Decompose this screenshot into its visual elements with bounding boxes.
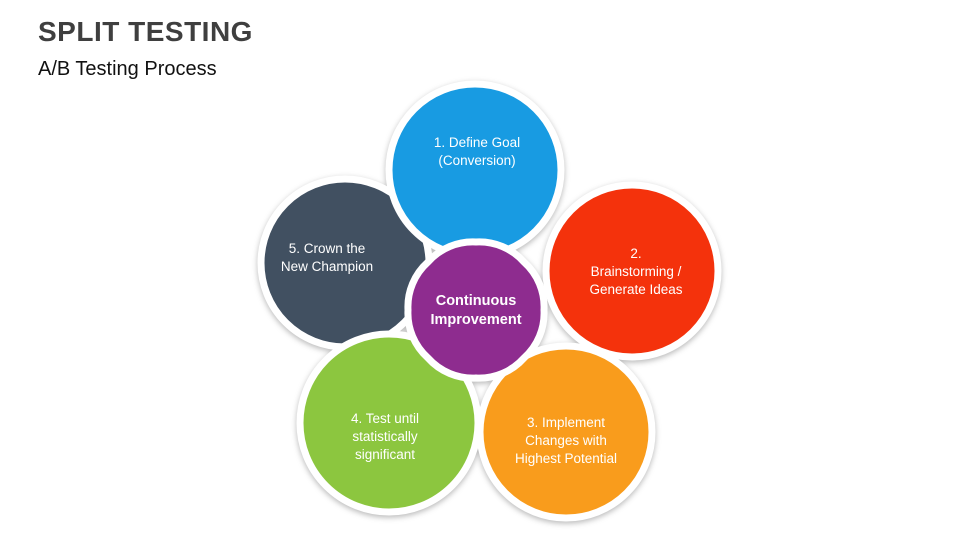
petal-circle-brainstorming (542, 181, 722, 361)
center-blob (404, 238, 548, 382)
petal-circle-test-significance (296, 330, 482, 516)
page-title: SPLIT TESTING (38, 16, 253, 47)
page-subtitle: A/B Testing Process (38, 58, 217, 80)
petal-circle-define-goal (385, 80, 565, 260)
